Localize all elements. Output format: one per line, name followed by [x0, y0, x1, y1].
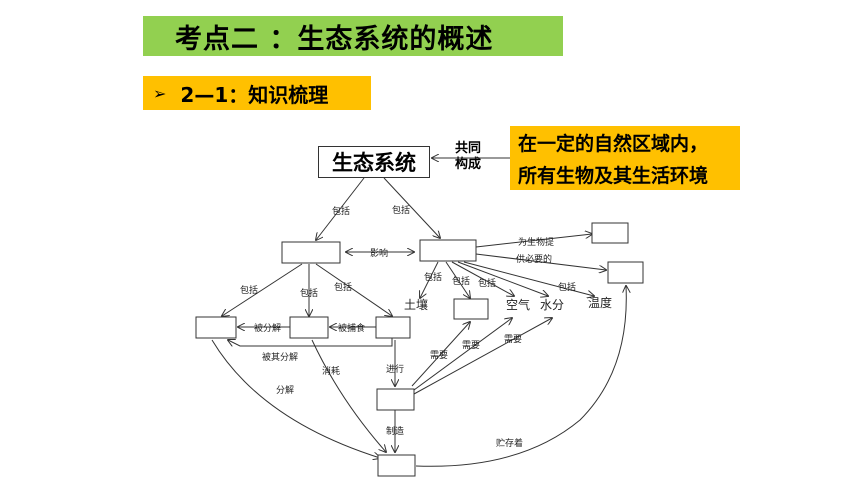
- edge-include-left: [316, 177, 365, 240]
- edge-decompose: [211, 339, 380, 458]
- label-provide-2: 供必要的: [516, 253, 552, 265]
- label-include-e: 包括: [452, 275, 470, 287]
- edge-consume: [311, 339, 386, 452]
- label-include-d: 包括: [424, 271, 442, 283]
- label-preyed-by: 被捕食: [338, 322, 365, 334]
- label-decomposed-by-it: 被其分解: [262, 351, 298, 363]
- label-provide-1: 为生物提: [518, 236, 554, 248]
- consumer-box: [289, 316, 329, 339]
- label-produce: 制造: [386, 425, 404, 437]
- label-store: 贮存着: [496, 437, 523, 449]
- ecosystem-label: 生态系统: [332, 151, 416, 175]
- edge-need-3: [413, 318, 552, 395]
- edge-include-box: [445, 261, 470, 298]
- edge-provide-2: [475, 253, 606, 270]
- edge-include-c: [315, 263, 392, 316]
- node-air: 空气: [506, 297, 530, 312]
- edge-provide-1: [475, 234, 592, 248]
- label-decomposed-by: 被分解: [254, 322, 281, 334]
- edge-include-soil: [420, 261, 439, 298]
- process-box: [376, 388, 415, 411]
- provide-box-2: [607, 261, 644, 284]
- arrow-bullet-icon: ➢: [153, 83, 167, 103]
- edge-include-air: [451, 261, 514, 296]
- page-title: 考点二 ：生态系统的概述: [175, 23, 494, 55]
- definition-note-line1: 在一定的自然区域内，: [510, 126, 740, 158]
- abiotic-box: [419, 239, 477, 262]
- label-consume: 消耗: [322, 365, 340, 377]
- edge-decomposed-by-it: [228, 338, 393, 346]
- composed-label: 共同 构成: [455, 141, 481, 173]
- label-need-1: 需要: [430, 350, 448, 361]
- label-include-a: 包括: [240, 284, 258, 296]
- node-temperature: 温度: [588, 295, 612, 310]
- label-include-g: 包括: [558, 281, 576, 293]
- organic-box: [377, 454, 416, 477]
- provide-box-1: [591, 222, 629, 244]
- composed-label-1: 共同: [455, 141, 482, 156]
- decomposer-box: [195, 316, 237, 339]
- label-include-b: 包括: [300, 287, 318, 299]
- edge-store: [415, 286, 626, 467]
- edge-need-2: [413, 318, 512, 391]
- label-include-c: 包括: [334, 281, 352, 293]
- ecosystem-node: 生态系统: [318, 146, 430, 178]
- edge-include-temp: [463, 261, 594, 296]
- label-include-left: 包括: [332, 205, 350, 217]
- edge-include-water: [457, 261, 548, 296]
- subtitle-banner: ➢ 2—1：知识梳理: [143, 76, 371, 110]
- node-soil: 土壤: [404, 297, 428, 312]
- node-water: 水分: [540, 298, 564, 312]
- definition-text-1: 在一定的自然区域内，: [518, 132, 709, 155]
- producer-box: [375, 316, 411, 339]
- subtitle-text: 2—1：知识梳理: [180, 82, 329, 107]
- composed-label-2: 构成: [455, 157, 482, 172]
- sunlight-box: [453, 298, 489, 320]
- definition-text-2: 所有生物及其生活环境: [518, 164, 709, 187]
- label-need-3: 需要: [504, 334, 522, 345]
- definition-note-line2: 所有生物及其生活环境: [510, 158, 740, 190]
- label-need-2: 需要: [462, 340, 480, 351]
- biotic-box: [281, 241, 341, 264]
- label-include-f: 包括: [478, 277, 496, 289]
- edge-include-a: [222, 263, 303, 316]
- title-banner: 考点二 ：生态系统的概述: [143, 16, 563, 56]
- edge-include-right: [383, 177, 440, 238]
- label-influence: 影响: [370, 247, 388, 259]
- label-perform: 进行: [386, 363, 404, 375]
- label-include-right: 包括: [392, 204, 410, 216]
- label-decompose: 分解: [276, 384, 294, 396]
- edge-need-1: [411, 322, 470, 387]
